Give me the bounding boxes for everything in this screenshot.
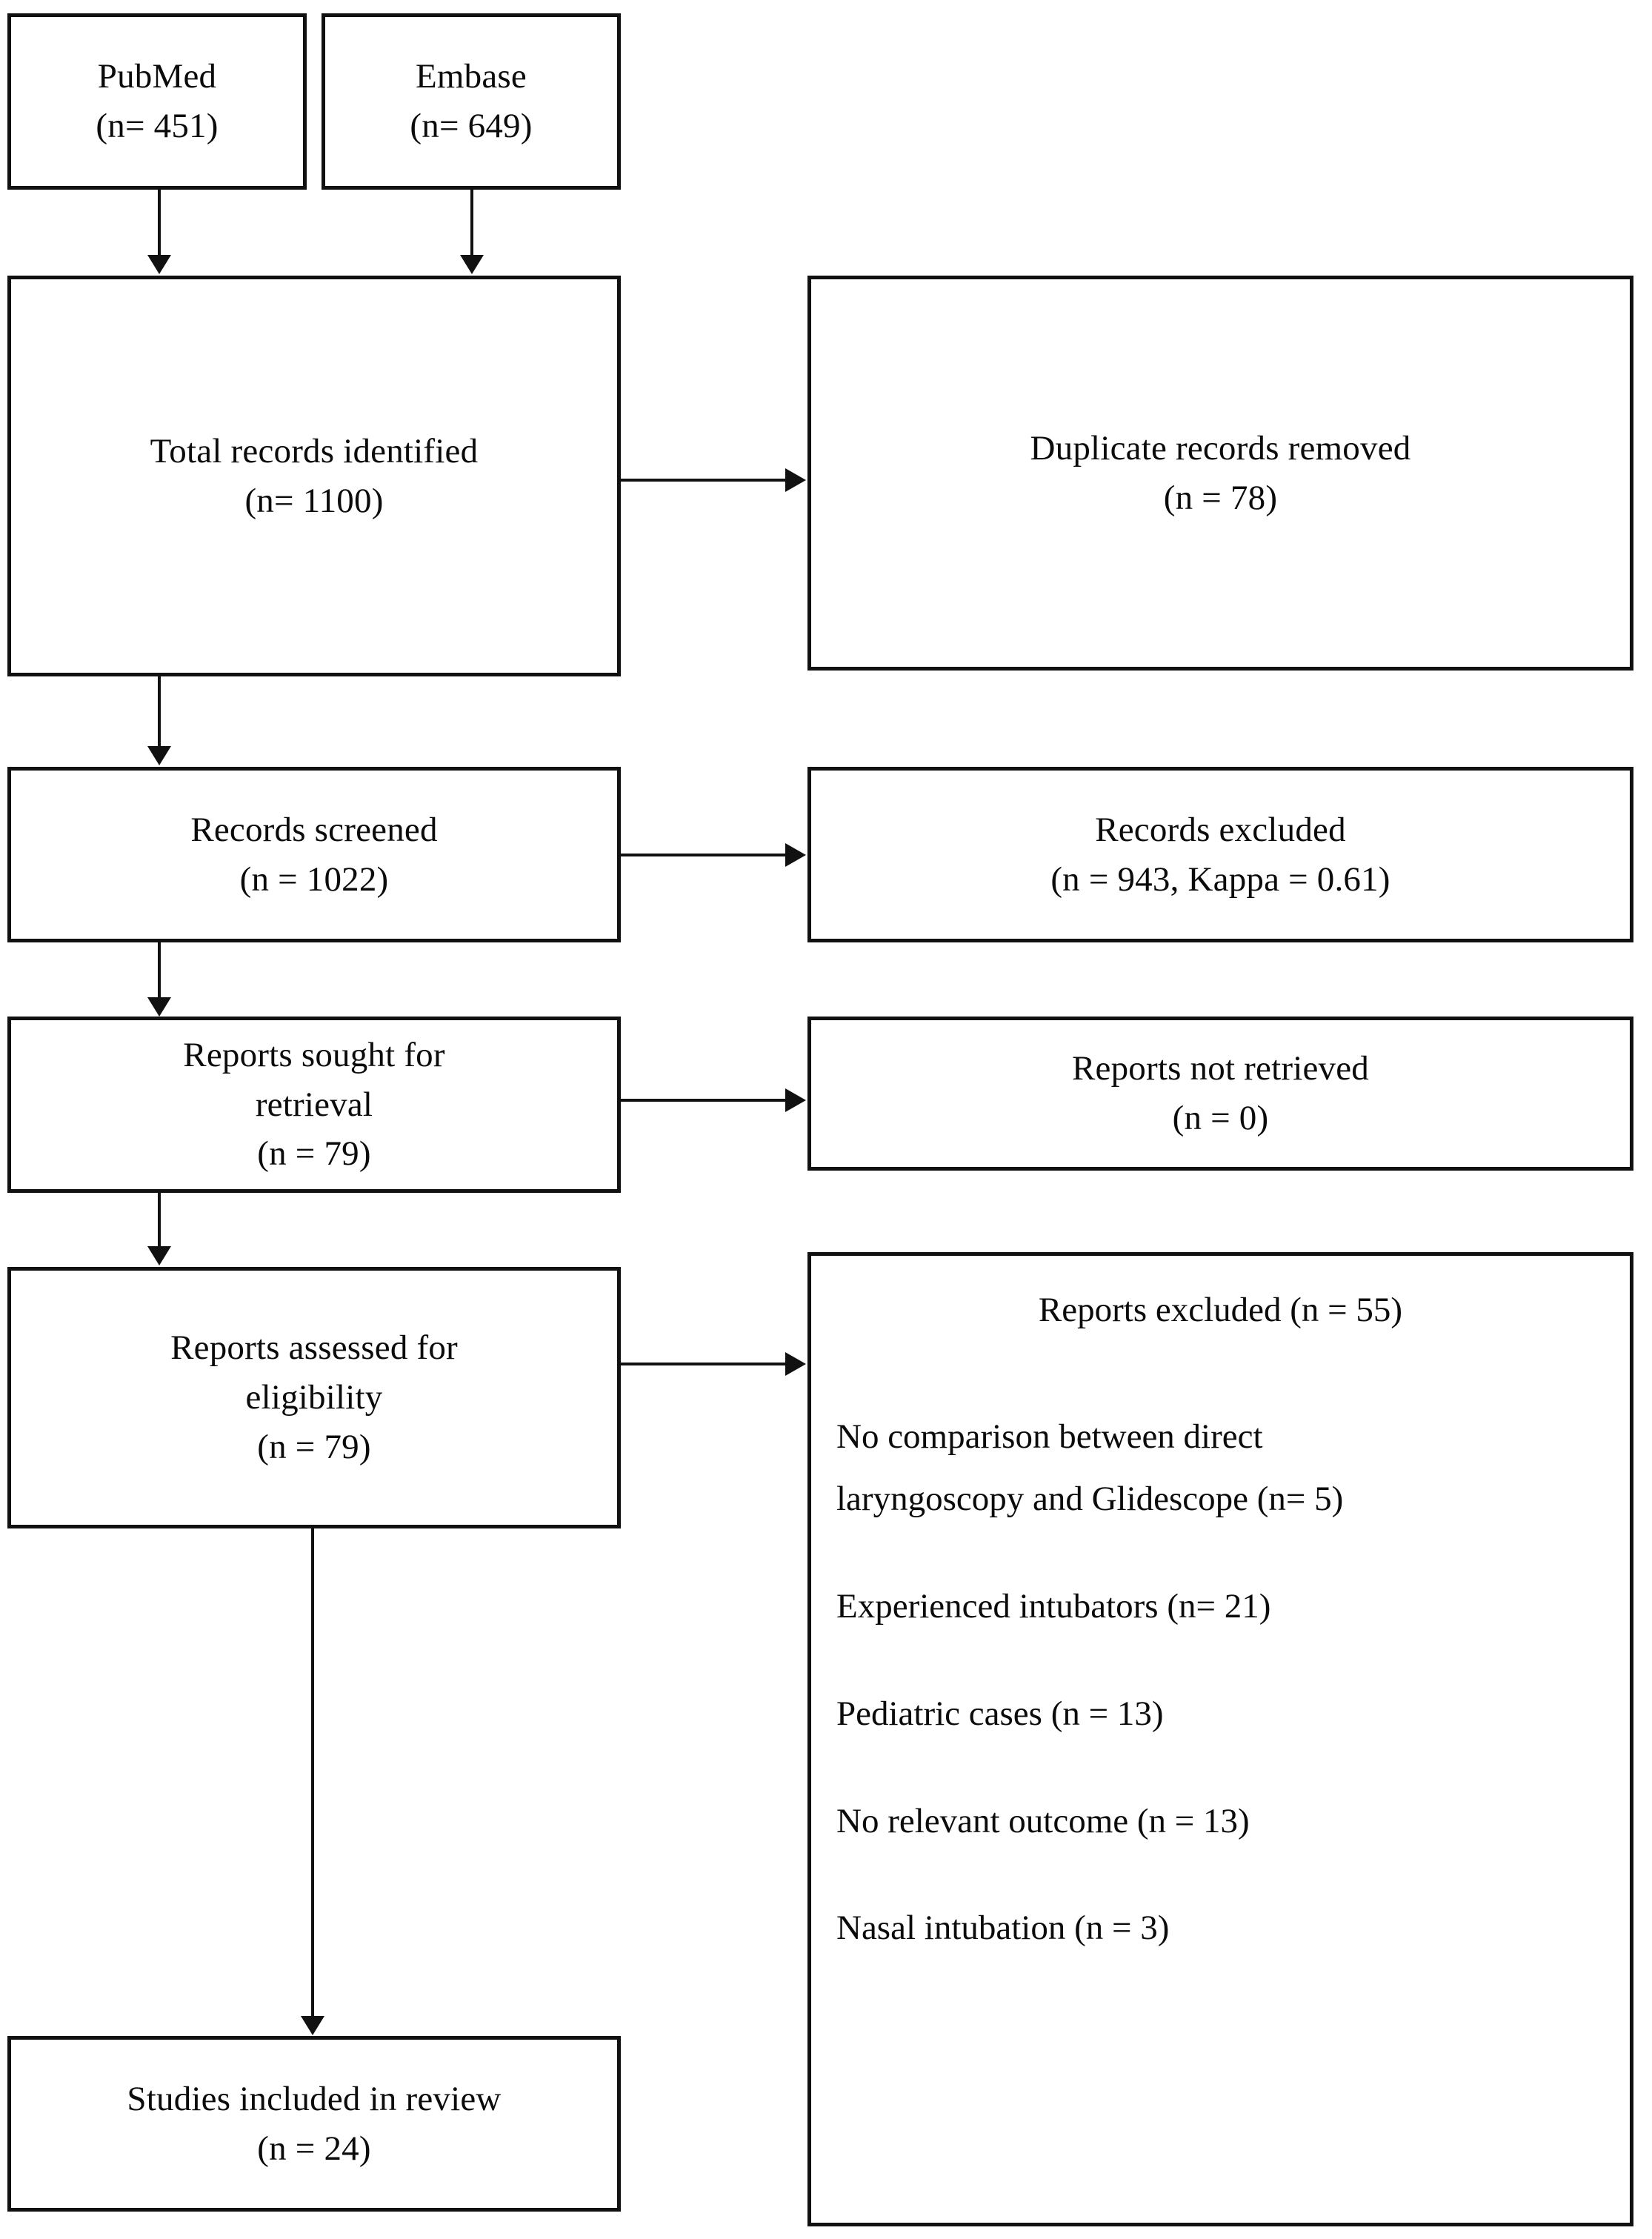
reports-excluded-count: (n = 55) — [1290, 1291, 1403, 1329]
included-count: (n = 24) — [257, 2129, 371, 2168]
connector-identified-to-screened — [158, 676, 161, 748]
connector-embase-to-identified — [470, 190, 473, 256]
assessed-count: (n = 79) — [257, 1427, 371, 1466]
not-retrieved-label: Reports not retrieved — [1072, 1049, 1369, 1088]
arrowhead-screened-to-records-excluded — [785, 843, 806, 867]
connector-screened-to-records-excluded — [621, 854, 787, 856]
connector-pubmed-to-identified — [158, 190, 161, 256]
reports-excluded-reason-list: No comparison between direct laryngoscop… — [836, 1412, 1605, 1953]
records-excluded-count: (n = 943, Kappa = 0.61) — [1050, 859, 1390, 899]
identified-count: (n= 1100) — [244, 481, 384, 520]
records-excluded-label: Records excluded — [1095, 810, 1346, 849]
reason-item: laryngoscopy and Glidescope (n= 5) — [836, 1480, 1344, 1519]
arrowhead-sought-to-not-retrieved — [785, 1088, 806, 1112]
sought-count: (n = 79) — [257, 1134, 371, 1174]
sought-label-line1: Reports sought for — [183, 1035, 445, 1074]
duplicates-count: (n = 78) — [1163, 478, 1278, 517]
connector-sought-to-assessed — [158, 1193, 161, 1248]
screened-label: Records screened — [190, 810, 438, 849]
connector-assessed-to-reports-excluded — [621, 1363, 787, 1365]
connector-screened-to-sought — [158, 942, 161, 999]
reason-item: Experienced intubators (n= 21) — [836, 1587, 1271, 1626]
node-reports-assessed-for-eligibility: Reports assessed for eligibility (n = 79… — [7, 1267, 621, 1528]
not-retrieved-count: (n = 0) — [1172, 1099, 1269, 1137]
reason-item: Pediatric cases (n = 13) — [836, 1694, 1164, 1733]
arrowhead-assessed-to-included — [301, 2016, 324, 2035]
embase-label: Embase — [416, 57, 527, 96]
duplicates-label: Duplicate records removed — [1030, 428, 1411, 468]
arrowhead-sought-to-assessed — [147, 1246, 171, 1265]
identified-label: Total records identified — [150, 431, 479, 470]
reason-item: Nasal intubation (n = 3) — [836, 1909, 1170, 1948]
arrowhead-identified-to-screened — [147, 746, 171, 765]
sought-label-line2: retrieval — [255, 1085, 373, 1124]
node-records-excluded: Records excluded (n = 943, Kappa = 0.61) — [807, 767, 1633, 942]
connector-sought-to-not-retrieved — [621, 1099, 787, 1102]
node-reports-excluded: Reports excluded (n = 55) No comparison … — [807, 1252, 1633, 2226]
node-reports-not-retrieved: Reports not retrieved (n = 0) — [807, 1017, 1633, 1171]
node-studies-included-in-review: Studies included in review (n = 24) — [7, 2036, 621, 2212]
assessed-label-line2: eligibility — [245, 1378, 383, 1417]
reports-excluded-heading: Reports excluded (n = 55) — [836, 1285, 1605, 1335]
embase-count: (n= 649) — [410, 107, 533, 145]
arrowhead-identified-to-duplicates — [785, 468, 806, 492]
node-duplicate-records-removed: Duplicate records removed (n = 78) — [807, 276, 1633, 671]
reports-excluded-label: Reports excluded — [1038, 1291, 1282, 1329]
arrowhead-embase-to-identified — [460, 255, 484, 274]
pubmed-label: PubMed — [97, 57, 217, 96]
node-embase: Embase (n= 649) — [322, 13, 621, 190]
node-reports-sought-for-retrieval: Reports sought for retrieval (n = 79) — [7, 1017, 621, 1193]
connector-identified-to-duplicates — [621, 479, 787, 482]
arrowhead-pubmed-to-identified — [147, 255, 171, 274]
node-pubmed: PubMed (n= 451) — [7, 13, 307, 190]
reason-item: No relevant outcome (n = 13) — [836, 1801, 1250, 1840]
assessed-label-line1: Reports assessed for — [170, 1328, 458, 1368]
arrowhead-assessed-to-reports-excluded — [785, 1352, 806, 1376]
arrowhead-screened-to-sought — [147, 997, 171, 1017]
node-total-records-identified: Total records identified (n= 1100) — [7, 276, 621, 676]
node-records-screened: Records screened (n = 1022) — [7, 767, 621, 942]
screened-count: (n = 1022) — [239, 859, 389, 899]
connector-assessed-to-included — [311, 1528, 314, 2017]
reason-item: No comparison between direct — [836, 1417, 1263, 1456]
included-label: Studies included in review — [127, 2079, 502, 2118]
pubmed-count: (n= 451) — [96, 107, 219, 145]
